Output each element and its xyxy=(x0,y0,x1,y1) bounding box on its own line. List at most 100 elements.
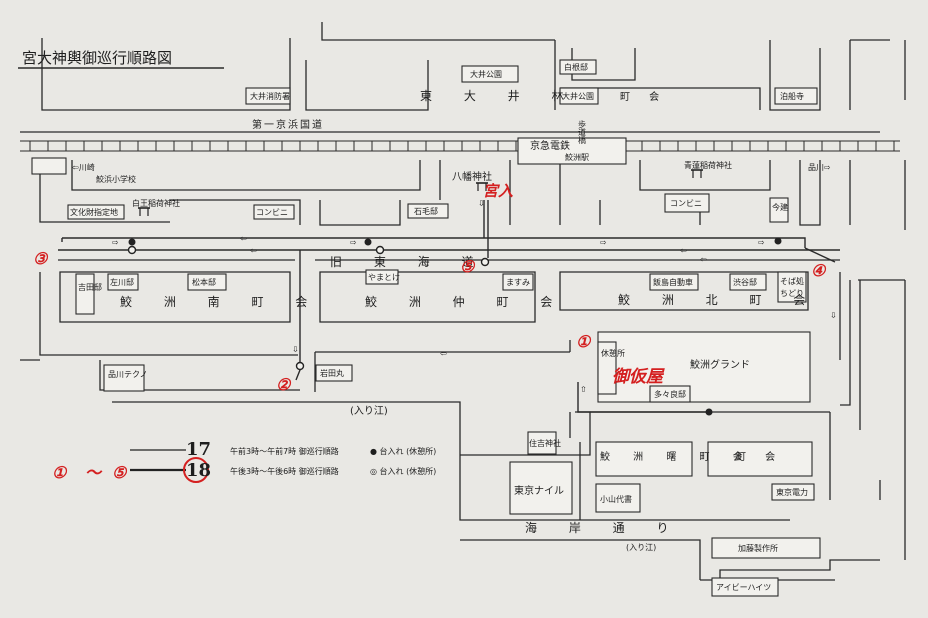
irie-label-1: (入り江) xyxy=(350,405,388,417)
label-tatara: 多々良邸 xyxy=(654,389,686,399)
district-minami: 鮫 洲 南 町 会 xyxy=(120,294,321,309)
district-akebono: 鮫 洲 曙 町 会 xyxy=(600,450,753,463)
torii-icon xyxy=(691,169,703,178)
label-ryusen-ji: 泊船寺 xyxy=(780,91,804,101)
label-miyairi: 宮入 xyxy=(483,182,513,200)
samezu-station-box xyxy=(517,137,627,165)
label-oi-koen-2: 大井公園 xyxy=(562,91,594,101)
buildings xyxy=(31,59,821,597)
masumi-bldg xyxy=(502,273,534,291)
sign-left-bldg xyxy=(67,204,125,220)
oi-fire-station xyxy=(245,87,291,105)
svg-text:⇨: ⇨ xyxy=(600,238,607,247)
svg-text:⇨: ⇨ xyxy=(758,238,765,247)
legend-range-tilde: ～ xyxy=(85,463,103,482)
district-oi-koen: 町 会 xyxy=(620,90,667,103)
label-koyama: 小山代書 xyxy=(600,494,632,504)
legend-day18-mark: ◎ 台入れ (休憩所) xyxy=(370,466,436,476)
stop-marker-2: ② xyxy=(276,375,292,394)
ryusen-ji xyxy=(774,87,818,105)
legend-day17-mark: ● 台入れ (休憩所) xyxy=(370,446,436,456)
label-sign-left: 文化財指定地 xyxy=(70,207,118,217)
svg-text:⇦: ⇦ xyxy=(240,234,247,243)
sagawa-tei xyxy=(107,273,139,291)
combini-1 xyxy=(253,204,295,220)
matsumoto-tei xyxy=(187,273,227,291)
rest-stop-open xyxy=(295,361,305,371)
stop-marker-5: ⑤ xyxy=(460,257,476,276)
label-matsumoto: 松本邸 xyxy=(192,277,216,287)
label-sumiyoshi: 住吉神社 xyxy=(529,438,561,448)
rest-stop-closed xyxy=(774,237,782,245)
koyama-daisho xyxy=(595,483,641,513)
iijima-auto xyxy=(649,273,699,291)
road-daiichi-keihin: 第一京浜国道 xyxy=(252,118,324,131)
road-higashi-oi: 東 大 井 林 xyxy=(420,89,577,103)
direction-arrows: ⇨⇦ ⇨⇨ ⇨⇦ ⇦⇦ ⇦⇧ ⇩⇩ ⇩ xyxy=(112,199,837,394)
ishige-tei xyxy=(407,203,449,219)
yasuke-bldg xyxy=(365,269,399,285)
svg-text:⇦: ⇦ xyxy=(250,246,257,255)
label-samezu-ground: 鮫洲グランド xyxy=(690,358,750,371)
rest-stop-closed xyxy=(705,408,713,416)
shinagawa-techno xyxy=(103,364,145,392)
label-iwatamaru: 岩田丸 xyxy=(320,368,344,378)
legend-day17: 17 xyxy=(186,439,211,460)
svg-text:⇩: ⇩ xyxy=(292,345,299,354)
label-sagawa: 左川邸 xyxy=(110,277,134,287)
svg-text:⇨: ⇨ xyxy=(350,238,357,247)
label-masumi: ますみ xyxy=(506,278,530,287)
label-kawasaki-arrow: ⇦川崎 xyxy=(72,162,95,172)
stop-marker-1: ① xyxy=(576,332,592,351)
road-kaigan-dori: 海 岸 通 り xyxy=(525,520,682,535)
label-kato: 加藤製作所 xyxy=(738,543,778,553)
sumiyoshi-shrine xyxy=(527,431,557,455)
sobadokoro-chidori xyxy=(777,271,807,303)
label-oi-shobo: 大井消防署 xyxy=(250,91,290,101)
stop-marker-4: ④ xyxy=(811,261,827,280)
shirane-tei xyxy=(559,59,597,75)
rest-stop-open xyxy=(127,245,137,255)
akebono-block-1 xyxy=(595,441,693,477)
stop-marker-3: ③ xyxy=(33,249,49,268)
label-iijima: 飯島自動車 xyxy=(653,277,693,287)
svg-text:⇧: ⇧ xyxy=(580,385,587,394)
torii-icon xyxy=(138,207,150,216)
station-name: 鮫洲駅 xyxy=(565,152,589,162)
rest-stop-closed xyxy=(364,238,372,246)
label-shinagawa-right: 品川⇨ xyxy=(808,163,831,172)
combini-2 xyxy=(664,193,710,213)
label-tokyo-nile: 東京ナイル xyxy=(514,484,564,497)
label-aoi-inari: 青蓮稲荷神社 xyxy=(684,160,732,170)
tepco-bldg xyxy=(771,483,815,501)
label-shirane: 白根邸 xyxy=(564,62,588,72)
label-shinagawa: 品川テクノ xyxy=(108,370,148,379)
label-sobadokoro: そば処 xyxy=(780,276,804,286)
tatara-tei xyxy=(649,385,691,403)
rail-name: 京急電鉄 xyxy=(530,139,570,152)
akebono-block-2 xyxy=(707,441,813,477)
bldg-left-1 xyxy=(31,157,67,175)
rest-stop-open xyxy=(375,245,385,255)
legend-day17-time: 午前3時〜午前7時 御巡行順路 xyxy=(230,446,339,456)
rest-stop-open xyxy=(480,257,490,267)
label-ivy: アイビーハイツ xyxy=(716,583,771,592)
svg-text:⇦: ⇦ xyxy=(700,255,707,264)
district-naka: 鮫 洲 仲 町 会 xyxy=(365,294,566,309)
keikyu-rail-line xyxy=(20,140,900,152)
label-yoshida: 吉田邸 xyxy=(78,283,102,292)
kyuukei-sho xyxy=(597,341,617,395)
label-shibuya: 渋谷邸 xyxy=(733,277,757,287)
label-samehama-school: 鮫浜小学校 xyxy=(96,174,136,184)
torii-icons xyxy=(138,169,703,216)
legend-day18-circle xyxy=(183,457,209,483)
oi-koen-2 xyxy=(559,87,599,105)
shibuya-tei xyxy=(729,273,767,291)
road-kyu-tokaido: 旧 東 海 道 xyxy=(330,254,487,269)
svg-text:⇩: ⇩ xyxy=(830,311,837,320)
tokyo-nile xyxy=(509,461,573,515)
label-ishige: 石毛邸 xyxy=(414,206,438,216)
label-tepco: 東京電力 xyxy=(776,487,808,497)
svg-text:⇩: ⇩ xyxy=(478,199,485,208)
